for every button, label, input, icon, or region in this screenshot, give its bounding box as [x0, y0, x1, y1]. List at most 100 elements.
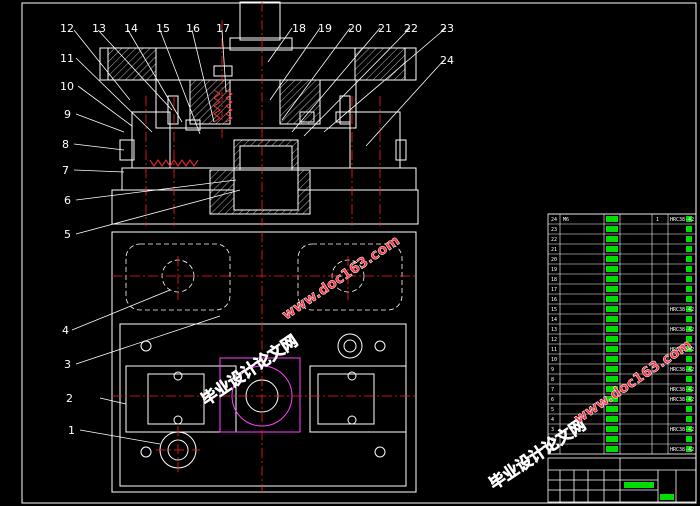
parts-table-fill-mark	[606, 236, 618, 242]
parts-table-fill-mark	[606, 216, 618, 222]
parts-table-fill-mark	[686, 436, 692, 442]
parts-table-fill-mark	[606, 296, 618, 302]
label-9: 9	[64, 108, 71, 121]
parts-table-fill-mark	[686, 266, 692, 272]
parts-table-fill-mark	[606, 446, 618, 452]
parts-table-cell: 21	[551, 247, 557, 253]
label-1: 1	[68, 424, 75, 437]
parts-table-cell: HRC38-42	[670, 397, 694, 403]
parts-table-fill-mark	[686, 276, 692, 282]
parts-table-cell: HRC38-42	[670, 347, 694, 353]
parts-table-fill-mark	[686, 246, 692, 252]
parts-table-fill-mark	[606, 246, 618, 252]
parts-table-fill-mark	[686, 326, 692, 332]
label-12: 12	[60, 22, 74, 35]
parts-table-fill-mark	[606, 386, 618, 392]
parts-table-fill-mark	[606, 436, 618, 442]
leader-lines	[71, 27, 447, 445]
parts-table-fill-mark	[606, 226, 618, 232]
parts-table-fill-mark	[606, 326, 618, 332]
parts-table-fill-mark	[606, 346, 618, 352]
label-16: 16	[186, 22, 200, 35]
parts-table-cell: 19	[551, 267, 557, 273]
part-labels: 1 2 3 4 5 6 7 8 9 10 11 12 13 14 15 16 1…	[60, 22, 454, 437]
parts-table-cell: 9	[551, 367, 554, 373]
parts-table-cell: 18	[551, 277, 557, 283]
parts-table-fill-mark	[606, 406, 618, 412]
parts-table-cell: HRC38-42	[670, 217, 694, 223]
parts-table-cell: 12	[551, 337, 557, 343]
parts-table-cell: 17	[551, 287, 557, 293]
parts-table-cell: 16	[551, 297, 557, 303]
parts-table-cell: 22	[551, 237, 557, 243]
parts-table-cell: HRC38-42	[670, 387, 694, 393]
parts-table-fill-mark	[606, 416, 618, 422]
centerlines-plan	[112, 232, 416, 492]
parts-table-cell: 23	[551, 227, 557, 233]
parts-table-fill-mark	[686, 386, 692, 392]
parts-table-fill-mark	[606, 306, 618, 312]
parts-table-fill-mark	[686, 346, 692, 352]
dashed-pockets	[125, 243, 403, 311]
parts-table-fill-mark	[686, 356, 692, 362]
parts-table-cell: HRC38-42	[670, 427, 694, 433]
parts-table-cell: 10	[551, 357, 557, 363]
parts-table-fill-mark	[606, 276, 618, 282]
label-7: 7	[62, 164, 69, 177]
parts-table-fill-mark	[686, 216, 692, 222]
parts-table-fill-mark	[686, 426, 692, 432]
label-18: 18	[292, 22, 306, 35]
parts-table-fill-mark	[606, 336, 618, 342]
parts-table-cell: 2	[551, 437, 554, 443]
parts-table-cell: HRC38-42	[670, 307, 694, 313]
parts-table-fill-mark	[606, 366, 618, 372]
parts-table-fill-mark	[686, 446, 692, 452]
label-11: 11	[60, 52, 74, 65]
parts-table-fill-mark	[686, 336, 692, 342]
parts-table-cell: HRC38-42	[670, 447, 694, 453]
parts-table-cell: 20	[551, 257, 557, 263]
parts-table-cell: 5	[551, 407, 554, 413]
parts-table-fill-mark	[686, 316, 692, 322]
centerlines-section	[145, 2, 381, 226]
parts-table-cell: 4	[551, 417, 554, 423]
parts-table-cell: 7	[551, 387, 554, 393]
title-block	[547, 457, 697, 503]
parts-table-fill-mark	[686, 406, 692, 412]
watermark-cn-1: 毕业设计论文网	[198, 331, 301, 409]
label-23: 23	[440, 22, 454, 35]
parts-table-fill-mark	[686, 236, 692, 242]
label-24: 24	[440, 54, 454, 67]
parts-table-fill-mark	[686, 286, 692, 292]
label-20: 20	[348, 22, 362, 35]
parts-table-cell: 14	[551, 317, 557, 323]
label-17: 17	[216, 22, 230, 35]
watermark-url-2: www.doc163.com	[571, 337, 695, 428]
label-8: 8	[62, 138, 69, 151]
label-2: 2	[66, 392, 73, 405]
parts-table-cell: 11	[551, 347, 557, 353]
parts-table-cell: 13	[551, 327, 557, 333]
parts-table-fill-mark	[606, 286, 618, 292]
parts-table-fill-mark	[686, 306, 692, 312]
parts-table-cell: M6	[563, 217, 569, 223]
parts-table-fill-mark	[606, 426, 618, 432]
parts-table-cell: HRC38-42	[670, 327, 694, 333]
parts-table-fill-mark	[606, 356, 618, 362]
label-4: 4	[62, 324, 69, 337]
parts-table-cell: 1	[656, 217, 659, 223]
plan-view	[111, 231, 417, 493]
parts-table-fill-mark	[606, 316, 618, 322]
parts-table-fill-mark	[606, 396, 618, 402]
label-13: 13	[92, 22, 106, 35]
parts-table-fill-mark	[606, 376, 618, 382]
parts-table-cell: 8	[551, 377, 554, 383]
label-22: 22	[404, 22, 418, 35]
label-15: 15	[156, 22, 170, 35]
parts-table-fill-mark	[606, 256, 618, 262]
parts-table-fill-mark	[686, 256, 692, 262]
label-19: 19	[318, 22, 332, 35]
label-14: 14	[124, 22, 138, 35]
